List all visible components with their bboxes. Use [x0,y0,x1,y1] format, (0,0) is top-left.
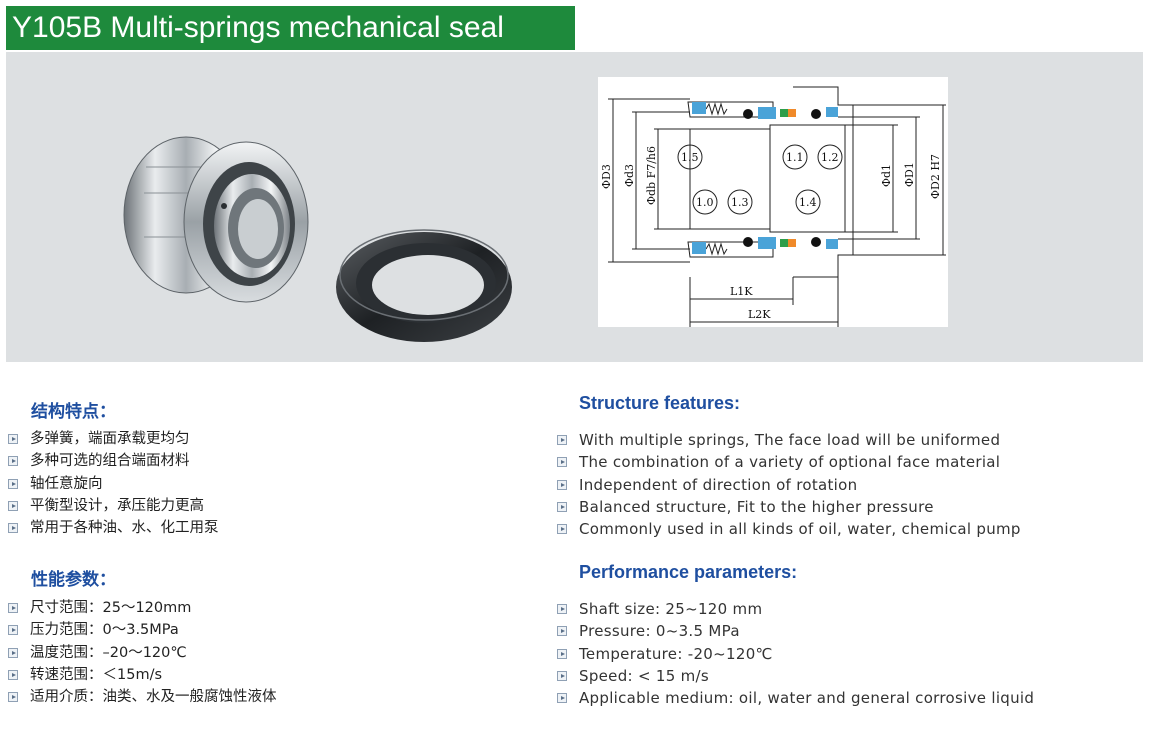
product-photo [123,136,512,342]
bullet-icon [557,604,567,614]
list-item: Speed: < 15 m/s [557,665,1034,687]
bullet-icon [557,648,567,659]
list-item: 轴任意旋向 [8,473,219,495]
list-item: The combination of a variety of optional… [557,451,1021,473]
list-item: 温度范围：–20～120℃ [8,642,277,664]
list-item: Balanced structure, Fit to the higher pr… [557,496,1021,518]
cn-structure-list-wrap: 多弹簧，端面承载更均匀 多种可选的组合端面材料 轴任意旋向 平衡型设计，承压能力… [8,428,219,539]
list-item: 多弹簧，端面承载更均匀 [8,428,219,450]
bullet-icon [8,647,18,658]
bullet-icon [557,693,567,704]
label-d1: Φd1 [880,164,893,187]
bullet-icon [8,603,18,613]
list-item: 常用于各种油、水、化工用泵 [8,517,219,539]
cn-structure-heading: 结构特点： [31,402,116,422]
bullet-icon [557,626,567,637]
technical-drawing: ΦD3 Φd3 Φdb F7/h6 Φd1 ΦD1 ΦD2 H7 L1K L2K… [598,77,948,327]
bullet-icon [557,479,567,490]
en-structure-list-wrap: With multiple springs, The face load wil… [557,429,1021,540]
callout-1-3: 1.3 [731,196,749,209]
list-item: 平衡型设计，承压能力更高 [8,495,219,517]
callout-1-0: 1.0 [696,196,714,209]
en-structure-section: Structure features: [579,393,740,414]
bullet-icon [557,501,567,512]
label-L1K: L1K [730,285,753,298]
list-item: Commonly used in all kinds of oil, water… [557,518,1021,540]
cn-structure-list: 多弹簧，端面承载更均匀 多种可选的组合端面材料 轴任意旋向 平衡型设计，承压能力… [8,428,219,539]
list-item: 转速范围：＜15m/s [8,664,277,686]
label-d3: Φd3 [623,164,636,187]
list-item: Pressure: 0~3.5 MPa [557,620,1034,642]
label-D1: ΦD1 [903,162,916,187]
bullet-icon [8,625,18,636]
bullet-icon [557,457,567,468]
list-item: Temperature: -20~120℃ [557,643,1034,665]
cn-structure-section: 结构特点： [31,397,116,422]
label-d3-big: ΦD3 [600,164,613,189]
callout-1-5: 1.5 [681,151,699,164]
list-item: Applicable medium: oil, water and genera… [557,687,1034,709]
bullet-icon [8,434,18,444]
callout-1-4: 1.4 [799,196,817,209]
callout-1-2: 1.2 [821,151,839,164]
en-performance-list-wrap: Shaft size: 25~120 mm Pressure: 0~3.5 MP… [557,598,1034,709]
list-item: 尺寸范围：25～120mm [8,597,277,619]
en-performance-heading: Performance parameters: [579,562,798,582]
cn-performance-list-wrap: 尺寸范围：25～120mm 压力范围：0～3.5MPa 温度范围：–20～120… [8,597,277,708]
list-item: With multiple springs, The face load wil… [557,429,1021,451]
list-item: 适用介质：油类、水及一般腐蚀性液体 [8,686,277,708]
label-db: Φdb F7/h6 [645,146,658,205]
bullet-icon [8,523,18,534]
page-title: Y105B Multi-springs mechanical seal [6,6,575,50]
product-hero-panel: ΦD3 Φd3 Φdb F7/h6 Φd1 ΦD1 ΦD2 H7 L1K L2K… [6,52,1143,362]
cn-performance-section: 性能参数： [31,565,116,590]
list-item: Independent of direction of rotation [557,474,1021,496]
list-item: 压力范围：0～3.5MPa [8,619,277,641]
bullet-icon [8,500,18,511]
list-item: Shaft size: 25~120 mm [557,598,1034,620]
cn-performance-list: 尺寸范围：25～120mm 压力范围：0～3.5MPa 温度范围：–20～120… [8,597,277,708]
bullet-icon [8,478,18,489]
en-performance-list: Shaft size: 25~120 mm Pressure: 0~3.5 MP… [557,598,1034,709]
bullet-icon [8,669,18,680]
label-D2: ΦD2 H7 [929,154,942,199]
bullet-icon [557,670,567,681]
en-structure-heading: Structure features: [579,393,741,413]
bullet-icon [8,692,18,703]
bullet-icon [8,456,18,467]
callout-1-1: 1.1 [786,151,804,164]
label-L2K: L2K [748,308,771,321]
cn-performance-heading: 性能参数： [31,570,116,590]
bullet-icon [557,524,567,535]
bullet-icon [557,435,567,445]
en-structure-list: With multiple springs, The face load wil… [557,429,1021,540]
list-item: 多种可选的组合端面材料 [8,450,219,472]
en-performance-section: Performance parameters: [579,562,797,583]
